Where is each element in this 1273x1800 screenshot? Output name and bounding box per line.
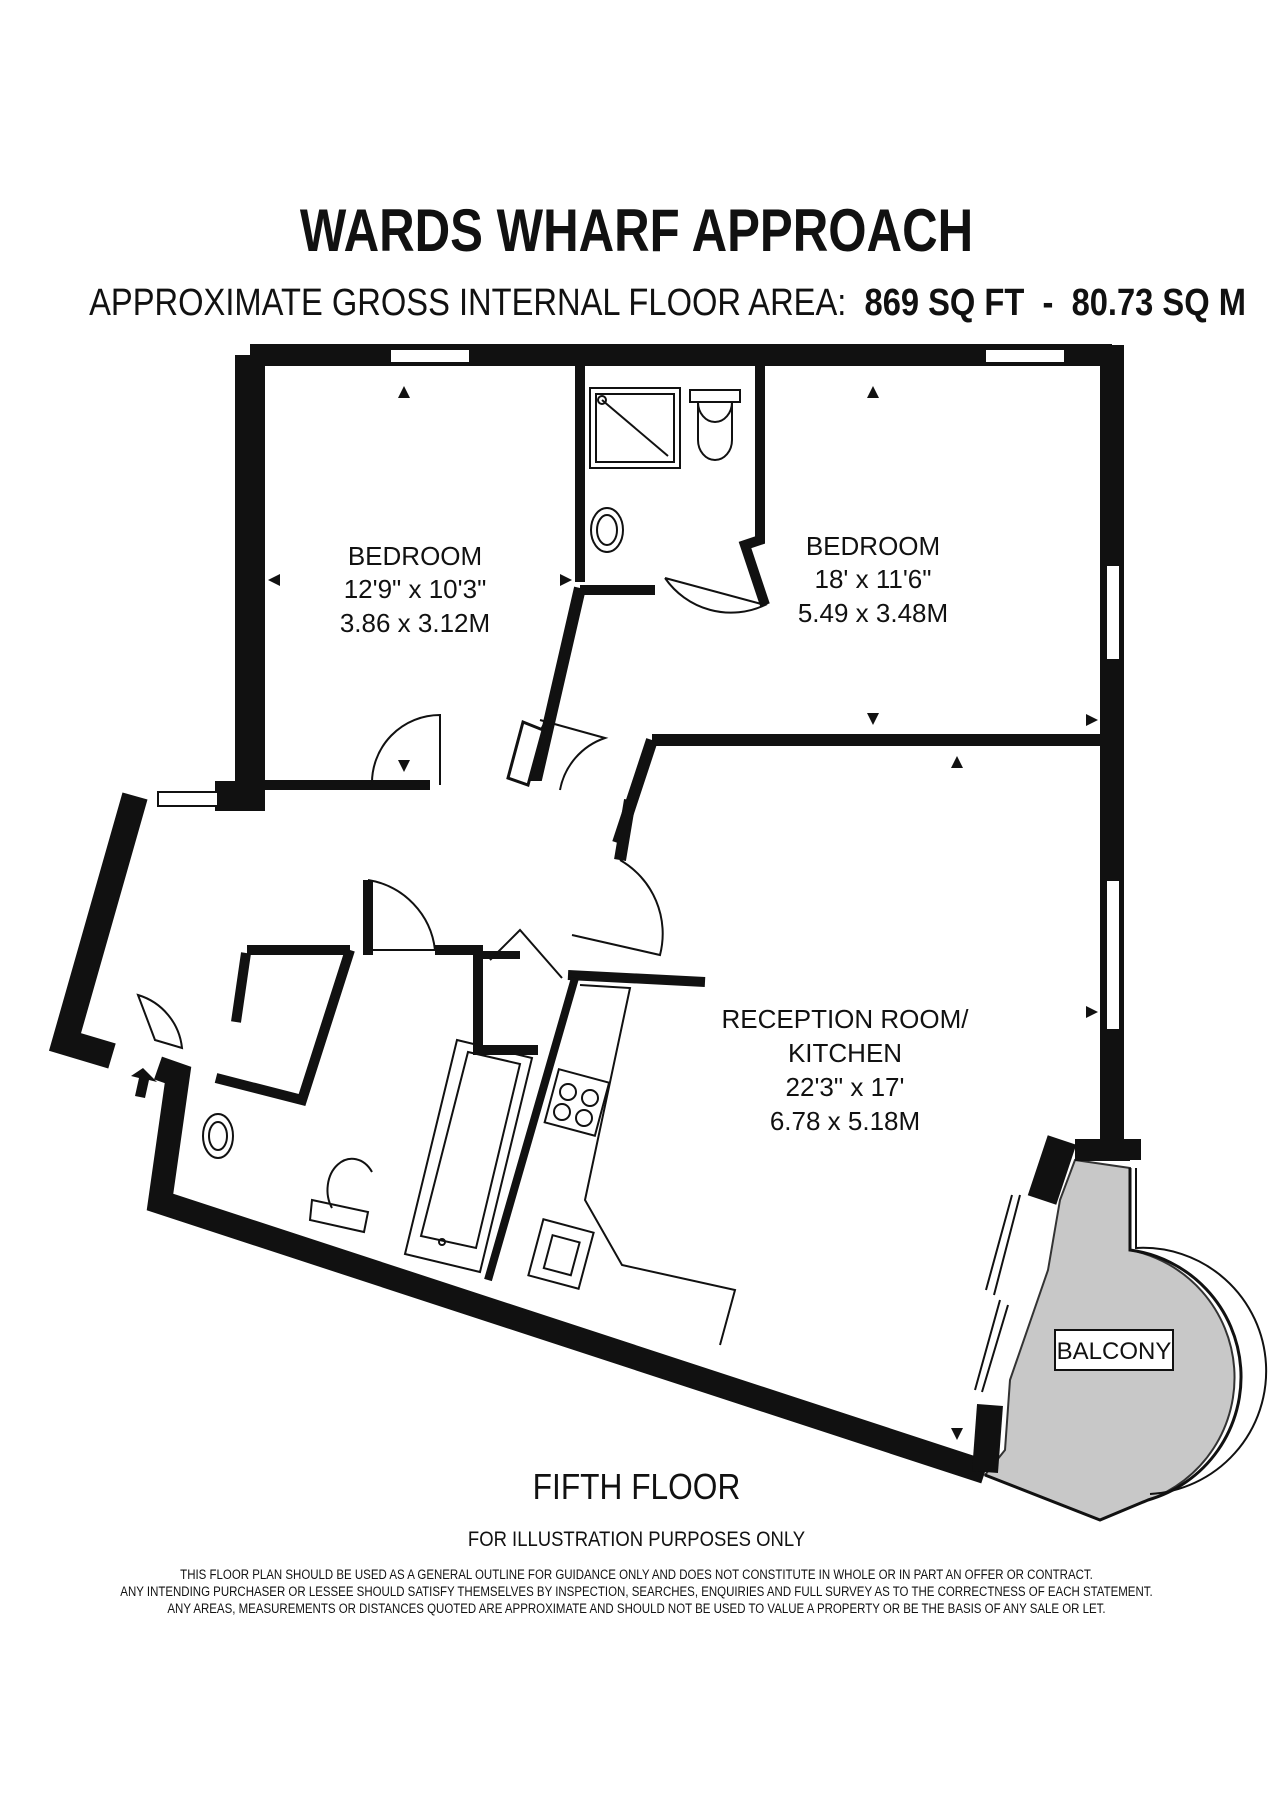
door-bedroom1 (370, 713, 441, 786)
floor-label: FIFTH FLOOR (532, 1466, 741, 1507)
bedroom1-metric: 3.86 x 3.12M (340, 608, 490, 638)
hob (543, 1067, 611, 1137)
room-labels: BEDROOM 12'9" x 10'3" 3.86 x 3.12M BEDRO… (340, 531, 969, 1136)
left-bedroom-wall (215, 355, 265, 811)
area-separator: - (1042, 282, 1054, 324)
balcony-railing-inner (1135, 1168, 1268, 1495)
disclaimer-line: THIS FLOOR PLAN SHOULD BE USED AS A GENE… (180, 1567, 1093, 1582)
disclaimer-line: ANY AREAS, MEASUREMENTS OR DISTANCES QUO… (167, 1601, 1106, 1616)
dimension-markers (268, 386, 1098, 1440)
bedroom2-metric: 5.49 x 3.48M (798, 598, 948, 628)
bathroom-top-wall (214, 948, 355, 1107)
door-bathroom (367, 879, 437, 951)
windows (157, 348, 1121, 1031)
shower-tray-inner (595, 393, 675, 463)
area-sqm: 80.73 SQ M (1071, 282, 1246, 324)
window-entrance (157, 791, 219, 807)
kitchen-wall (567, 970, 706, 987)
reception-name-1: RECEPTION ROOM/ (721, 1004, 969, 1034)
doors (136, 577, 1021, 1393)
bathroom-left-wall (231, 952, 251, 1023)
toilet-ensuite (689, 389, 741, 461)
window-right-upper (1105, 564, 1121, 661)
door-cupboard (489, 928, 563, 979)
reception-name-2: KITCHEN (788, 1038, 902, 1068)
toilet-bathroom (308, 1157, 373, 1234)
bath-tub (403, 1038, 534, 1274)
illustration-note: FOR ILLUSTRATION PURPOSES ONLY (467, 1528, 806, 1551)
door-ensuite (664, 577, 768, 614)
entrance-arrow-icon (131, 1068, 157, 1098)
balcony-wall (1075, 1139, 1141, 1161)
kitchen-worktop (579, 984, 737, 1346)
ensuite-wall (738, 358, 770, 607)
kitchen-fixtures (527, 984, 737, 1346)
door-bedroom2-inner (506, 719, 545, 787)
outer-walls (48, 344, 1141, 1484)
bedroom1-name: BEDROOM (348, 541, 482, 571)
page-title: WARDS WHARF APPROACH (299, 197, 974, 264)
floor-area-summary: APPROXIMATE GROSS INTERNAL FLOOR AREA: 8… (89, 282, 1246, 325)
ensuite-fixtures (589, 387, 741, 553)
balcony-label: BALCONY (1057, 1338, 1172, 1365)
balcony-railing (984, 1168, 1243, 1522)
hall-lower-wall (247, 945, 350, 955)
window-bedroom1 (389, 348, 471, 364)
cupboard-wall (435, 945, 538, 1055)
window-bedroom2 (984, 348, 1066, 364)
area-sqft: 869 SQ FT (864, 282, 1025, 324)
reception-metric: 6.78 x 5.18M (770, 1106, 920, 1136)
door-bedroom2 (539, 719, 609, 791)
balcony-wall-2 (1027, 1135, 1077, 1205)
bathroom-fixtures (202, 1038, 534, 1274)
disclaimer-line: ANY INTENDING PURCHASER OR LESSEE SHOULD… (120, 1584, 1153, 1599)
internal-walls (214, 358, 1112, 1282)
shower-tray (589, 387, 681, 469)
bottom-wall (146, 1056, 989, 1484)
window-right-lower (1105, 879, 1121, 1031)
bedroom1-imperial: 12'9" x 10'3" (344, 574, 487, 604)
lower-right-wall (972, 1404, 1003, 1473)
ensuite-basin (590, 507, 624, 553)
entrance-wall (48, 792, 148, 1069)
reception-imperial: 22'3" x 17' (786, 1072, 905, 1102)
door-entrance (136, 993, 184, 1050)
reception-left-wall-2 (614, 799, 636, 861)
kitchen-sink (527, 1218, 595, 1290)
bedroom2-imperial: 18' x 11'6" (815, 564, 932, 594)
bathroom-basin (202, 1113, 234, 1159)
area-label: APPROXIMATE GROSS INTERNAL FLOOR AREA: (89, 282, 847, 324)
bedroom2-name: BEDROOM (806, 531, 940, 561)
balcony-label-box (1054, 1329, 1174, 1371)
disclaimer: THIS FLOOR PLAN SHOULD BE USED AS A GENE… (95, 1566, 1177, 1617)
kitchen-back-wall (484, 976, 579, 1282)
door-hall-reception (571, 859, 664, 957)
door-slider-balcony (974, 1194, 1021, 1393)
